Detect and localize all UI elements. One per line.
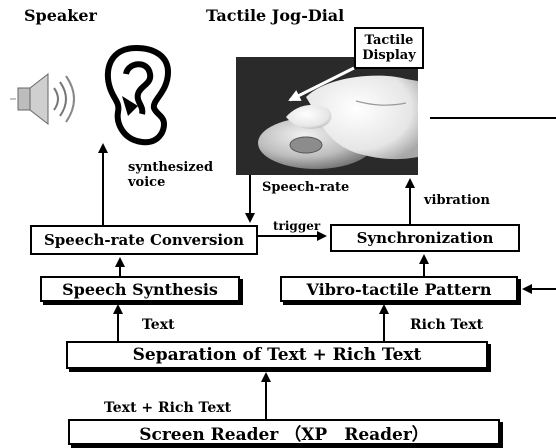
trigger-label: trigger: [273, 219, 321, 233]
text-plus-rich-text-label: Text + Rich Text: [104, 400, 232, 416]
tactile-display-label: Tactile Display: [362, 33, 416, 63]
ear-icon: [104, 44, 172, 146]
speech-rate-conversion-box: Speech-rate Conversion: [30, 225, 258, 255]
speaker-icon: [10, 72, 75, 126]
separation-box: Separation of Text + Rich Text: [66, 341, 488, 369]
tactile-jog-dial-title: Tactile Jog-Dial: [206, 6, 345, 25]
speech-rate-label: Speech-rate: [262, 180, 350, 195]
tactile-display-pointer: [288, 66, 355, 102]
text-label: Text: [142, 317, 175, 333]
tactile-display-callout: Tactile Display: [354, 27, 424, 69]
speaker-title: Speaker: [24, 6, 97, 25]
tactile-jog-dial-photo: [236, 57, 418, 175]
vibration-label: vibration: [424, 193, 490, 208]
screen-reader-box: Screen Reader （XP Reader）: [68, 419, 500, 445]
rich-text-label: Rich Text: [410, 317, 484, 333]
synchronization-box: Synchronization: [330, 224, 520, 252]
synthesized-voice-label: synthesized voice: [128, 160, 214, 190]
vibro-tactile-pattern-box: Vibro-tactile Pattern: [280, 276, 518, 302]
speech-synthesis-box: Speech Synthesis: [40, 276, 240, 302]
